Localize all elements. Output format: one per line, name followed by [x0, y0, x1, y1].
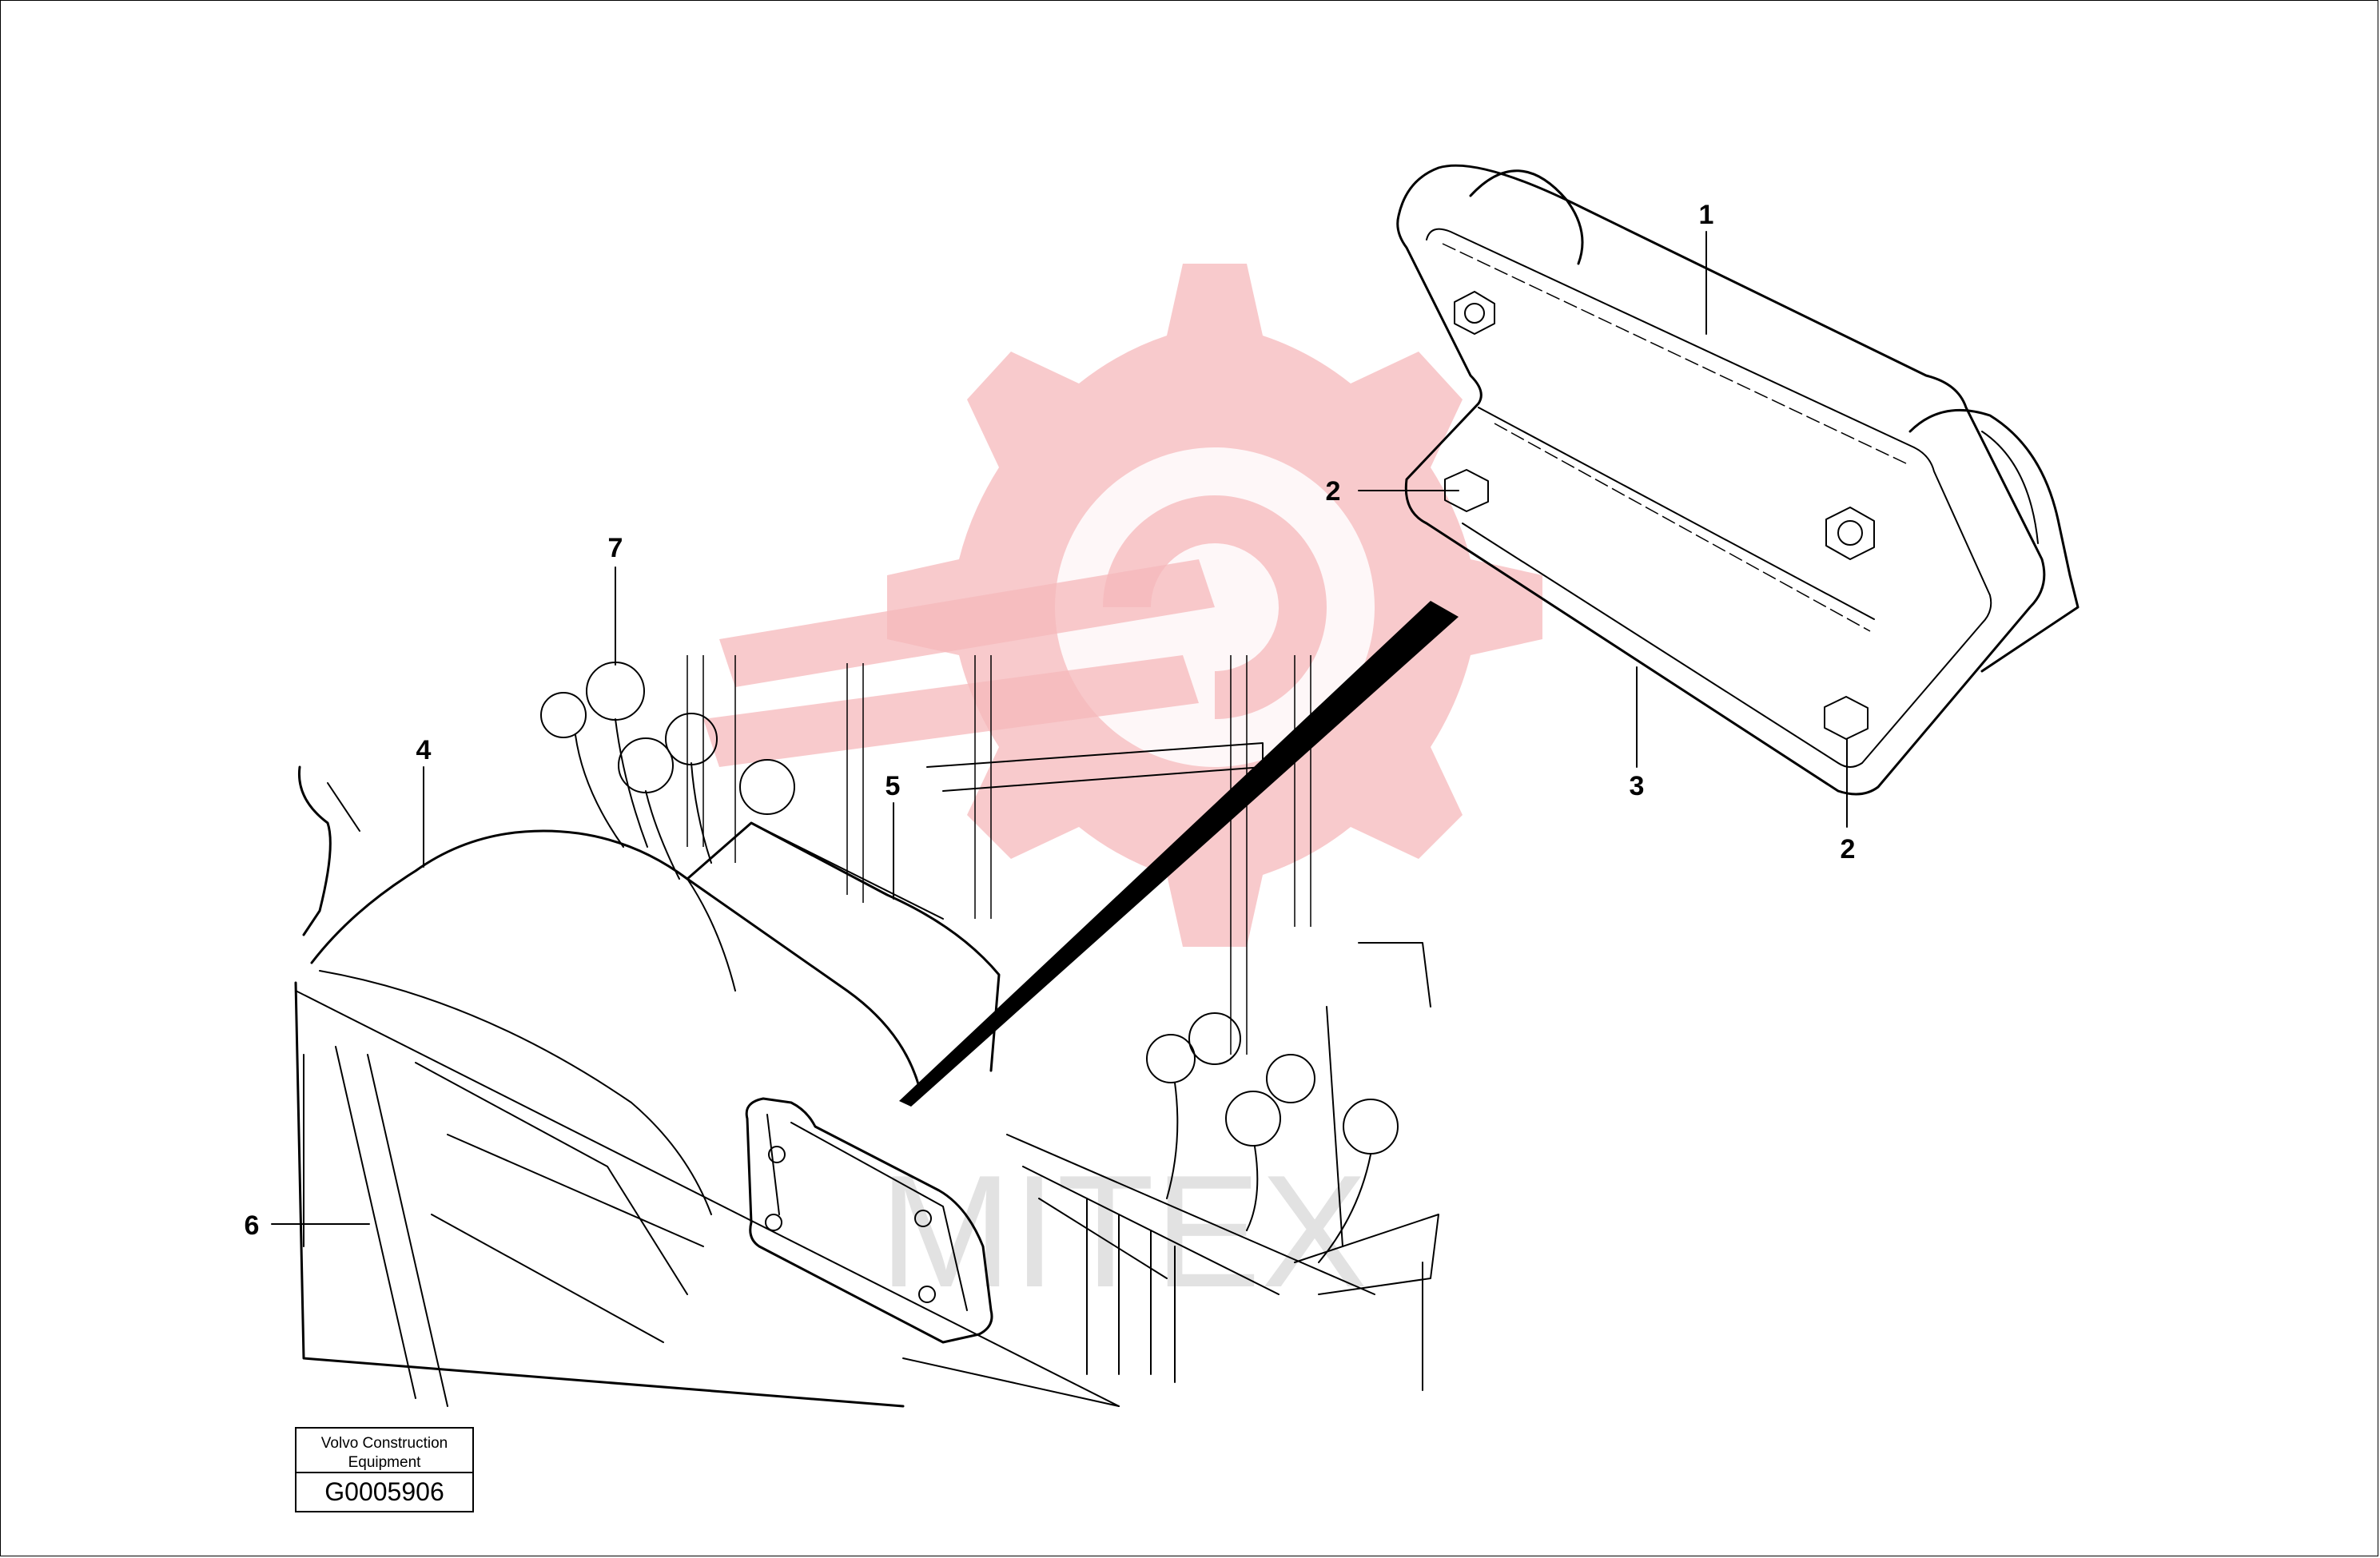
watermark-gear-logo	[703, 264, 1542, 947]
title-company-line1: Volvo Construction	[321, 1435, 448, 1452]
watermark-text: MITEX	[879, 1143, 1367, 1321]
hex-nut	[1454, 291, 1495, 335]
callout-5: 5	[886, 771, 901, 801]
bracket-plate-assembly	[1396, 164, 2080, 796]
title-company-line2: Equipment	[348, 1454, 422, 1471]
callout-1: 1	[1699, 200, 1714, 230]
control-knobs-upper	[540, 662, 795, 880]
hex-nut	[1444, 469, 1489, 512]
callout-2-lower: 2	[1841, 834, 1856, 864]
callout-3: 3	[1630, 771, 1645, 801]
hex-nut	[1825, 507, 1875, 560]
control-console-assembly	[294, 655, 1439, 1408]
callout-7: 7	[608, 533, 623, 563]
detail-leader-wedge	[899, 601, 1459, 1107]
callout-leaders	[271, 231, 1848, 1225]
callout-2-upper: 2	[1326, 476, 1341, 507]
drawing-number: G0005906	[324, 1477, 444, 1506]
title-block: Volvo Construction Equipment G0005906	[295, 1427, 474, 1512]
callout-4: 4	[416, 735, 432, 765]
inset-bracket	[745, 1097, 993, 1344]
hex-nut	[1824, 696, 1869, 740]
callout-6: 6	[245, 1210, 260, 1241]
control-knobs-lower	[1006, 1012, 1399, 1383]
